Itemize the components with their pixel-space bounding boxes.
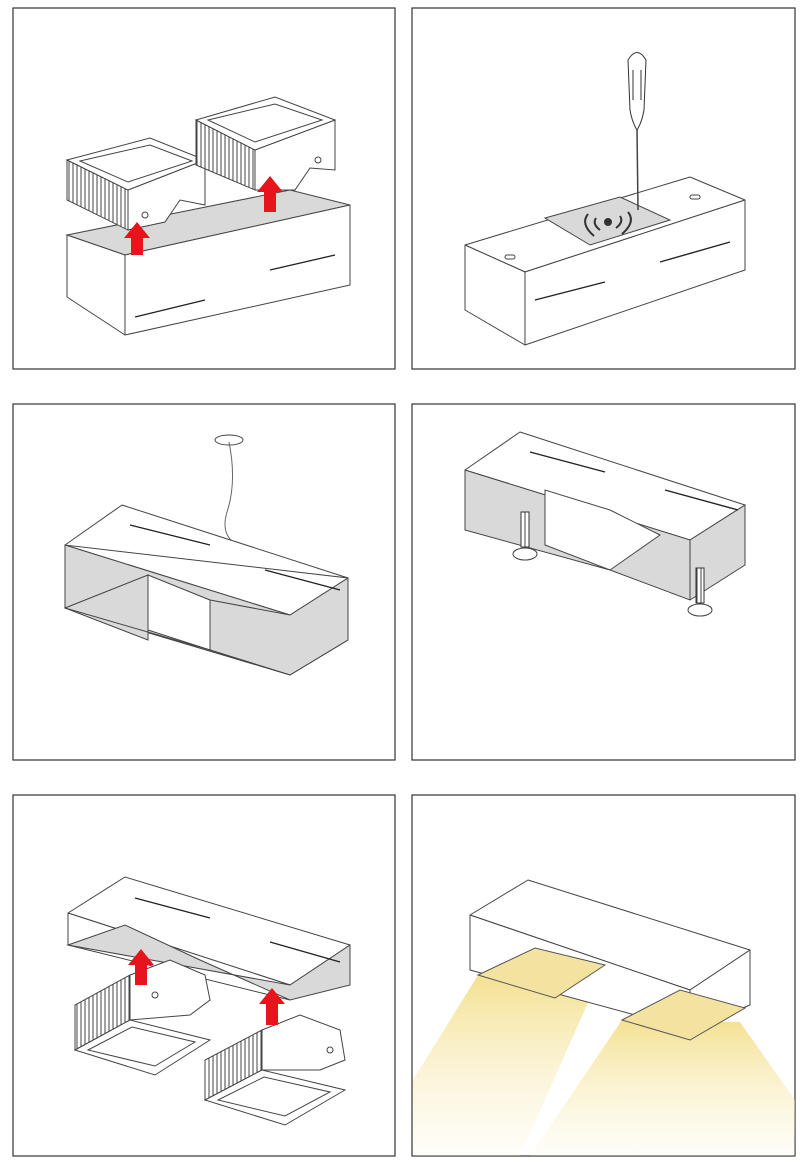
screw-icon xyxy=(512,511,538,561)
led-module xyxy=(194,96,337,191)
led-module xyxy=(203,1014,347,1126)
remote-sensor-icon xyxy=(584,211,632,237)
panel-step-2 xyxy=(411,7,796,370)
panel-step-4 xyxy=(411,403,796,761)
up-arrow-icon xyxy=(128,949,154,985)
up-arrow-icon xyxy=(259,988,285,1025)
led-module xyxy=(73,959,212,1076)
up-arrow-icon xyxy=(257,176,283,212)
panel-step-3 xyxy=(12,403,396,761)
screwdriver-icon xyxy=(627,52,647,211)
led-module xyxy=(65,137,207,231)
panel-step-1 xyxy=(12,7,396,370)
panel-step-6 xyxy=(411,794,796,1157)
panel-step-5 xyxy=(12,794,396,1157)
screw-icon xyxy=(687,567,713,617)
up-arrow-icon xyxy=(124,222,150,255)
